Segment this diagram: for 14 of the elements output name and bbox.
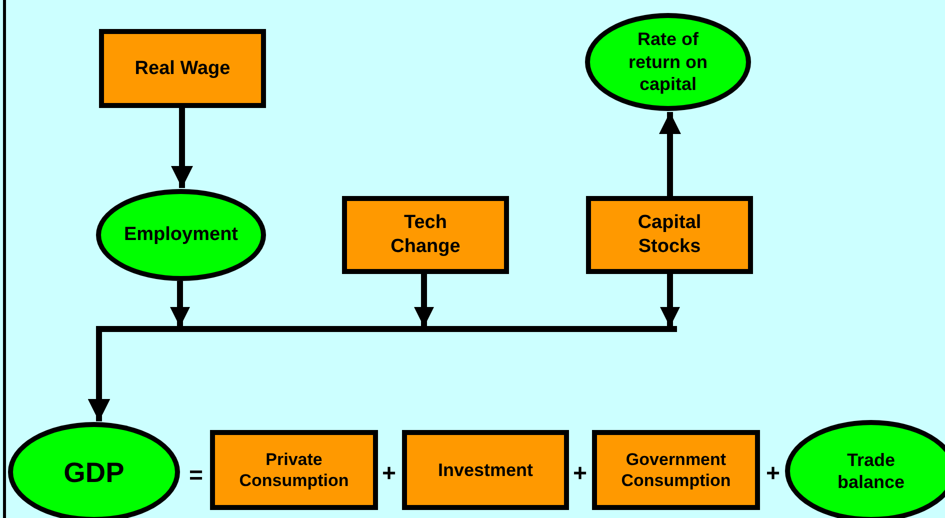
- oval-node: Employment: [96, 189, 266, 281]
- oval-node: Rate of return on capital: [585, 13, 751, 111]
- oval-node: Trade balance: [785, 420, 945, 518]
- process-box: Private Consumption: [210, 430, 378, 510]
- operator-sign: =: [189, 464, 204, 488]
- process-box: Government Consumption: [592, 430, 760, 510]
- operator-sign: +: [573, 462, 588, 486]
- operator-sign: +: [766, 462, 780, 486]
- process-box: Tech Change: [342, 196, 509, 274]
- process-box: Real Wage: [99, 29, 266, 108]
- oval-node: GDP: [8, 422, 180, 518]
- process-box: Investment: [402, 430, 569, 510]
- operator-sign: +: [382, 462, 396, 486]
- process-box: Capital Stocks: [586, 196, 753, 274]
